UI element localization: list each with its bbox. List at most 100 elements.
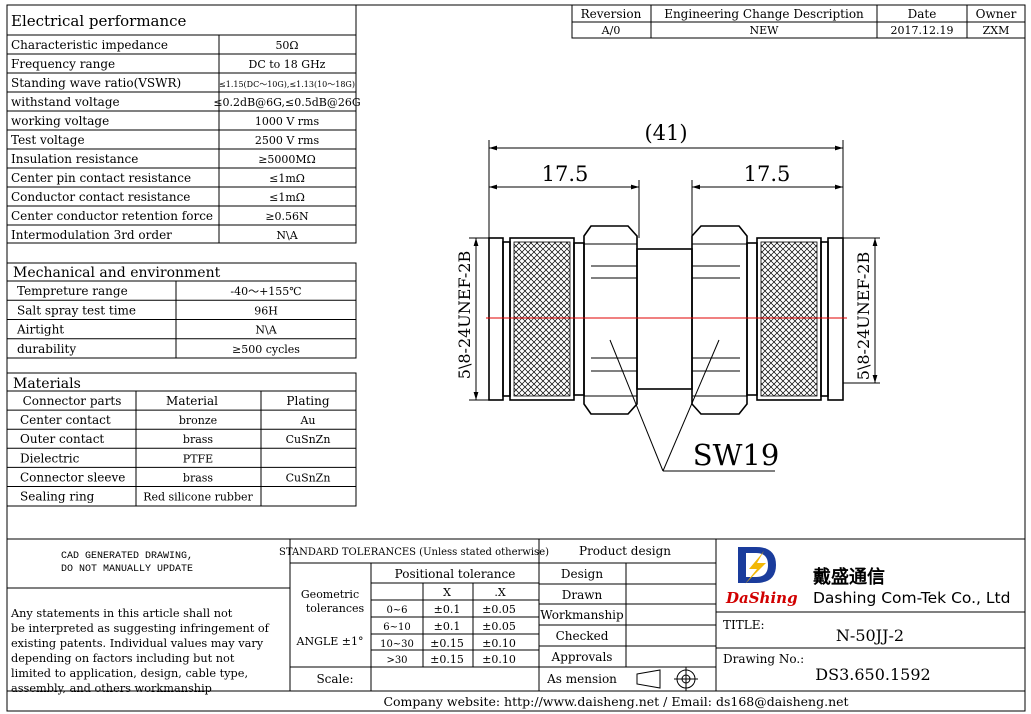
tolerance-x: ±0.15 — [430, 637, 464, 650]
title-label: TITLE: — [723, 618, 765, 632]
mechanical-param-label: Airtight — [16, 323, 64, 337]
material-name: brass — [183, 471, 214, 484]
rev-header-date: Date — [908, 7, 937, 21]
electrical-param-value: DC to 18 GHz — [249, 58, 326, 71]
rev-header-owner: Owner — [976, 7, 1017, 21]
material-plating: CuSnZn — [286, 433, 331, 446]
right-dimension: 17.5 — [744, 162, 791, 186]
tolerances-label: tolerances — [306, 602, 365, 615]
electrical-param-label: working voltage — [11, 114, 109, 128]
electrical-param-value: ≤1.15(DC～10G),≤1.13(10～18G) — [219, 80, 355, 89]
logo-text: DaShing — [725, 589, 798, 607]
mechanical-table: Mechanical and environment Tempreture ra… — [6, 262, 357, 359]
wrench-size-label: SW19 — [693, 438, 780, 472]
electrical-param-label: Conductor contact resistance — [11, 190, 190, 204]
electrical-title: Electrical performance — [11, 12, 187, 30]
rev-value-description: NEW — [750, 24, 780, 37]
electrical-param-label: Intermodulation 3rd order — [11, 228, 172, 242]
material-name: PTFE — [183, 452, 213, 465]
tolerance-x: ±0.1 — [434, 603, 461, 616]
materials-header-plating: Plating — [286, 394, 329, 408]
materials-header-part: Connector parts — [23, 394, 122, 408]
angle-label: ANGLE ±1° — [296, 635, 364, 648]
electrical-param-value: 1000 V rms — [255, 115, 320, 128]
mechanical-param-value: -40～+155℃ — [230, 285, 301, 298]
disclaimer-line-3: existing patents. Individual values may … — [11, 637, 264, 650]
electrical-param-value: 2500 V rms — [255, 134, 320, 147]
design-row-label: Workmanship — [540, 608, 624, 622]
electrical-param-label: Center conductor retention force — [11, 209, 213, 223]
tolerance-dx: ±0.10 — [482, 653, 516, 666]
mechanical-param-label: Salt spray test time — [17, 303, 136, 317]
revision-block: Reversion Engineering Change Description… — [571, 4, 1026, 39]
tolerance-x: ±0.15 — [430, 653, 464, 666]
tolerance-range: 10~30 — [380, 639, 414, 650]
tolerance-dx: ±0.05 — [482, 620, 516, 633]
tolerance-dx: ±0.05 — [482, 603, 516, 616]
material-name: bronze — [179, 414, 217, 427]
electrical-param-value: ≥5000MΩ — [258, 153, 316, 166]
title-value: N-50JJ-2 — [836, 626, 904, 645]
product-design-label: Product design — [579, 544, 671, 558]
design-row-label: Approvals — [551, 650, 613, 664]
thread-left-label: 5\8-24UNEF-2B — [455, 251, 474, 379]
material-part-name: Sealing ring — [20, 490, 95, 504]
center-body — [636, 248, 693, 390]
materials-title: Materials — [13, 376, 81, 392]
electrical-param-label: Center pin contact resistance — [11, 171, 191, 185]
rev-header-description: Engineering Change Description — [664, 7, 864, 21]
disclaimer-line-6: assembly, and others workmanship — [11, 682, 212, 695]
cad-note-line-1: CAD GENERATED DRAWING, — [61, 551, 193, 562]
material-plating: CuSnZn — [286, 471, 331, 484]
material-name: Red silicone rubber — [143, 491, 253, 504]
disclaimer-line-2: be interpreted as suggesting infringemen… — [11, 622, 270, 635]
col-x-header: X — [443, 586, 451, 599]
thread-right-label: 5\8-24UNEF-2B — [854, 252, 873, 380]
rev-header-reversion: Reversion — [581, 7, 642, 21]
company-name-cn: 戴盛通信 — [813, 566, 885, 588]
disclaimer-line-4: depending on factors including but not — [11, 652, 235, 665]
cad-note-line-2: DO NOT MANUALLY UPDATE — [61, 564, 193, 575]
material-part-name: Connector sleeve — [20, 470, 125, 484]
design-row-label: Checked — [556, 629, 609, 643]
electrical-param-value: 50Ω — [275, 39, 298, 52]
rev-value-owner: ZXM — [983, 24, 1010, 37]
mechanical-param-value: ≥500 cycles — [232, 343, 300, 356]
tolerance-title: STANDARD TOLERANCES (Unless stated other… — [279, 547, 549, 558]
overall-dimension: (41) — [644, 121, 687, 145]
material-name: brass — [183, 433, 214, 446]
col-dx-header: .X — [494, 586, 505, 599]
tolerance-x: ±0.1 — [434, 620, 461, 633]
electrical-param-value: ≤1mΩ — [269, 191, 305, 204]
right-hex-body — [691, 225, 748, 415]
materials-header-material: Material — [166, 394, 218, 408]
left-dimension: 17.5 — [542, 162, 589, 186]
design-row-label: Drawn — [562, 588, 603, 602]
electrical-param-label: Frequency range — [11, 57, 115, 71]
mechanical-param-value: N\A — [255, 324, 277, 337]
electrical-param-value: ≥0.56N — [265, 210, 309, 223]
mechanical-param-label: durability — [17, 342, 76, 356]
material-part-name: Center contact — [20, 413, 111, 427]
rev-value-reversion: A/0 — [601, 24, 621, 37]
scale-label: Scale: — [316, 672, 353, 686]
rev-value-date: 2017.12.19 — [891, 24, 954, 37]
material-part-name: Outer contact — [20, 432, 104, 446]
disclaimer-line-5: limited to application, design, cable ty… — [11, 667, 248, 680]
positional-tolerance-label: Positional tolerance — [395, 567, 516, 581]
tolerance-range: 6~10 — [383, 622, 410, 633]
electrical-param-label: Test voltage — [11, 133, 85, 147]
title-block: CAD GENERATED DRAWING, DO NOT MANUALLY U… — [7, 538, 1025, 709]
electrical-param-value: N\A — [276, 229, 298, 242]
electrical-param-label: withstand voltage — [11, 95, 120, 109]
tolerance-range: 0~6 — [386, 605, 407, 616]
electrical-param-value: ≤0.2dB@6G,≤0.5dB@26G — [213, 96, 360, 109]
drawing-no-value: DS3.650.1592 — [815, 665, 930, 684]
disclaimer-line-1: Any statements in this article shall not — [10, 607, 233, 620]
as-mension-label: As mension — [546, 672, 617, 686]
materials-table: Materials Connector parts Material Plating… — [6, 372, 357, 507]
mechanical-title: Mechanical and environment — [13, 265, 221, 281]
design-row-label: Design — [561, 567, 603, 581]
material-part-name: Dielectric — [20, 451, 80, 465]
